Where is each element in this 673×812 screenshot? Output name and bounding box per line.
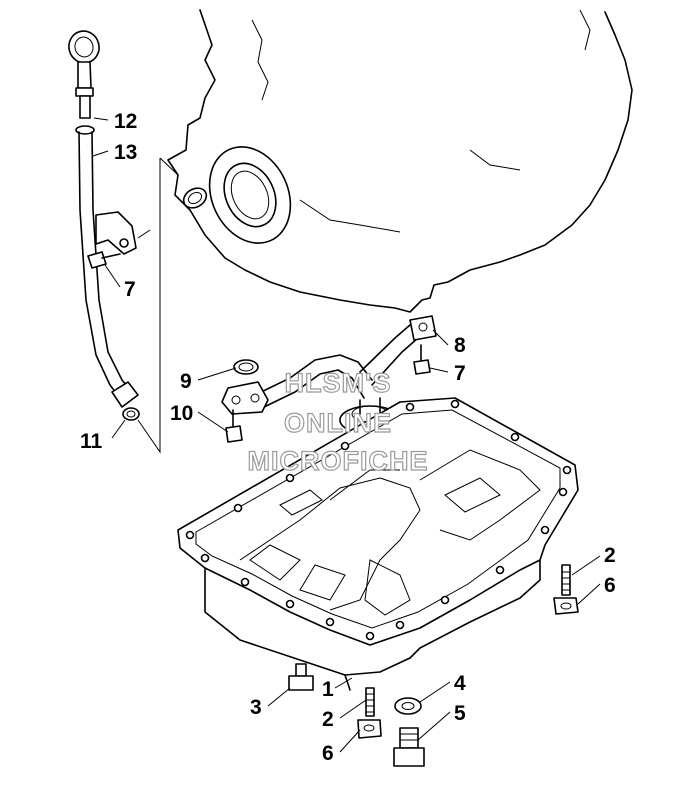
leader-lines bbox=[92, 117, 601, 753]
watermark-line-3: MICROFICHE bbox=[248, 446, 429, 476]
watermark-line-1: HLSM'S bbox=[285, 368, 392, 398]
callout-5: 5 bbox=[454, 702, 466, 725]
callout-10: 10 bbox=[170, 402, 193, 425]
callout-9: 9 bbox=[180, 370, 192, 393]
watermark: HLSM'S ONLINE MICROFICHE bbox=[247, 367, 429, 476]
callout-6-lower: 6 bbox=[322, 742, 334, 765]
callout-11: 11 bbox=[80, 430, 103, 453]
watermark-line-2: ONLINE bbox=[284, 408, 392, 438]
flange-bolt-holes bbox=[185, 399, 572, 641]
callout-12: 12 bbox=[114, 110, 137, 133]
callout-7-right: 7 bbox=[454, 362, 466, 385]
callout-1: 1 bbox=[322, 678, 334, 701]
callout-2-right: 2 bbox=[604, 544, 616, 567]
engine-block bbox=[167, 9, 633, 313]
callout-13: 13 bbox=[114, 141, 137, 164]
callout-7-left: 7 bbox=[124, 278, 136, 301]
oil-pan bbox=[177, 397, 579, 691]
callout-labels: 12 13 7 11 9 10 8 7 2 6 1 3 2 6 4 5 bbox=[80, 110, 616, 765]
callout-4: 4 bbox=[454, 672, 466, 695]
callout-2-lower: 2 bbox=[322, 708, 334, 731]
dipstick-assembly bbox=[68, 30, 179, 454]
callout-3: 3 bbox=[250, 696, 262, 719]
callout-8: 8 bbox=[454, 334, 466, 357]
callout-6-right: 6 bbox=[604, 574, 616, 597]
